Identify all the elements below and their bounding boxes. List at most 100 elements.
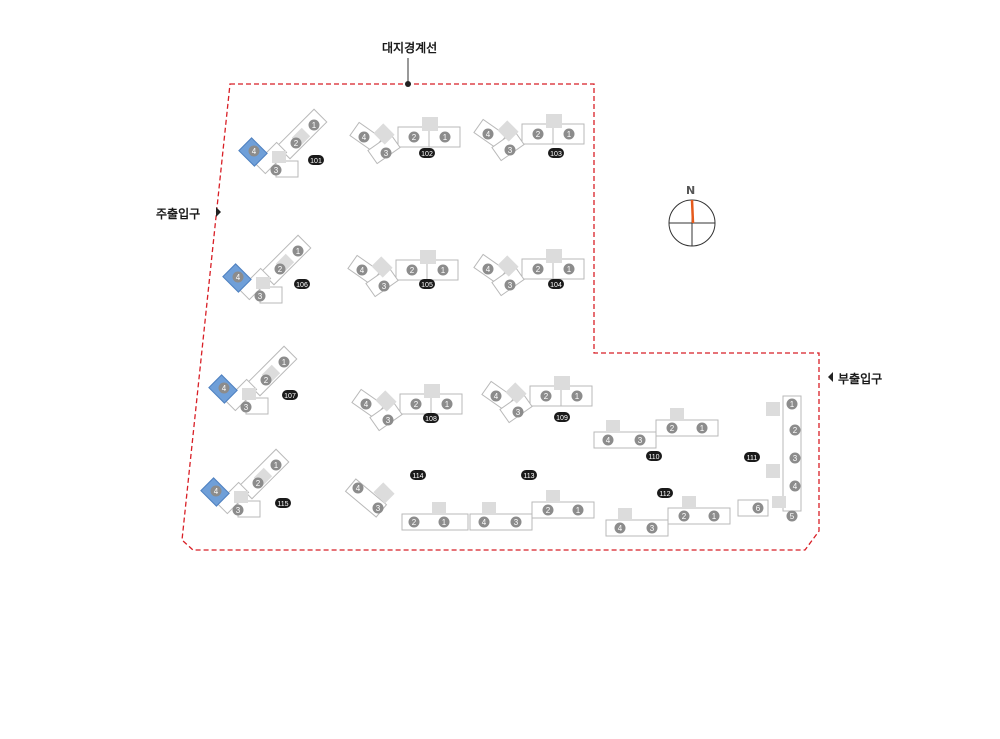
unit-number: 3 <box>638 436 643 445</box>
unit-circle <box>248 145 260 157</box>
building-number-badge: 114 <box>410 470 426 480</box>
unit-circle <box>290 137 302 149</box>
unit-number: 2 <box>682 512 687 521</box>
unit-number: 4 <box>360 266 365 275</box>
unit-number: 2 <box>793 426 798 435</box>
unit-number: 2 <box>670 424 675 433</box>
unit-number: 1 <box>441 266 446 275</box>
unit-number: 1 <box>700 424 705 433</box>
unit-circle <box>504 144 516 156</box>
unit-number: 1 <box>790 400 795 409</box>
unit-circle <box>752 502 764 514</box>
unit-number: 1 <box>567 265 572 274</box>
unit-number: 3 <box>274 166 279 175</box>
building-number-badge: 102 <box>419 148 435 158</box>
unit-number: 3 <box>386 416 391 425</box>
unit-circle <box>542 504 554 516</box>
unit-circle <box>410 398 422 410</box>
unit-number: 3 <box>508 146 513 155</box>
unit-circle <box>571 390 583 402</box>
unit-number: 2 <box>536 130 541 139</box>
north-label: N <box>686 184 696 197</box>
unit-number: 1 <box>567 130 572 139</box>
svg-text:101: 101 <box>310 158 322 165</box>
main-entrance-arrow-icon <box>216 207 221 217</box>
unit-number: 1 <box>274 461 279 470</box>
svg-text:107: 107 <box>284 393 296 400</box>
unit-circle <box>532 263 544 275</box>
building-number-badge: 109 <box>554 412 570 422</box>
unit-number: 6 <box>756 504 761 513</box>
unit-circle <box>274 263 286 275</box>
unit-number: 4 <box>222 384 227 393</box>
unit-circle <box>504 279 516 291</box>
building-110[interactable]: 4 3 2 1 110 <box>593 408 719 461</box>
unit-circle <box>666 422 678 434</box>
unit-number: 4 <box>236 273 241 282</box>
unit-circle <box>490 390 502 402</box>
unit-circle <box>678 510 690 522</box>
building-number-badge: 105 <box>419 279 435 289</box>
unit-circle <box>356 264 368 276</box>
unit-number: 3 <box>516 408 521 417</box>
unit-number: 3 <box>382 282 387 291</box>
unit-number: 4 <box>214 487 219 496</box>
unit-circle <box>372 502 384 514</box>
unit-circle <box>512 406 524 418</box>
unit-number: 1 <box>296 247 301 256</box>
svg-text:110: 110 <box>648 454 659 461</box>
svg-text:115: 115 <box>277 501 288 508</box>
unit-number: 2 <box>256 479 261 488</box>
unit-circle <box>308 119 320 131</box>
unit-number: 1 <box>442 518 447 527</box>
unit-number: 3 <box>508 281 513 290</box>
unit-circle <box>358 131 370 143</box>
unit-circle <box>352 482 364 494</box>
unit-circle <box>408 516 420 528</box>
unit-circle <box>378 280 390 292</box>
unit-number: 1 <box>282 358 287 367</box>
boundary-marker-dot <box>405 81 411 87</box>
unit-circle <box>232 271 244 283</box>
site-boundary-label: 대지경계선 <box>382 41 438 55</box>
unit-number: 4 <box>252 147 257 156</box>
unit-circle <box>218 382 230 394</box>
unit-number: 4 <box>482 518 487 527</box>
unit-number: 1 <box>576 506 581 515</box>
building-number-badge: 104 <box>548 279 564 289</box>
unit-number: 1 <box>575 392 580 401</box>
unit-circle <box>602 434 614 446</box>
unit-circle <box>278 356 290 368</box>
unit-number: 5 <box>790 512 795 521</box>
unit-circle <box>292 245 304 257</box>
unit-circle <box>614 522 626 534</box>
svg-text:102: 102 <box>421 151 433 158</box>
svg-text:112: 112 <box>659 491 670 498</box>
unit-circle <box>438 516 450 528</box>
building-number-badge: 101 <box>308 155 324 165</box>
unit-circle <box>563 128 575 140</box>
unit-circle <box>482 128 494 140</box>
building-number-badge: 106 <box>294 279 310 289</box>
building-number-badge: 107 <box>282 390 298 400</box>
building-number-badge: 103 <box>548 148 564 158</box>
unit-number: 4 <box>618 524 623 533</box>
unit-number: 4 <box>606 436 611 445</box>
unit-number: 3 <box>244 403 249 412</box>
unit-circle <box>572 504 584 516</box>
